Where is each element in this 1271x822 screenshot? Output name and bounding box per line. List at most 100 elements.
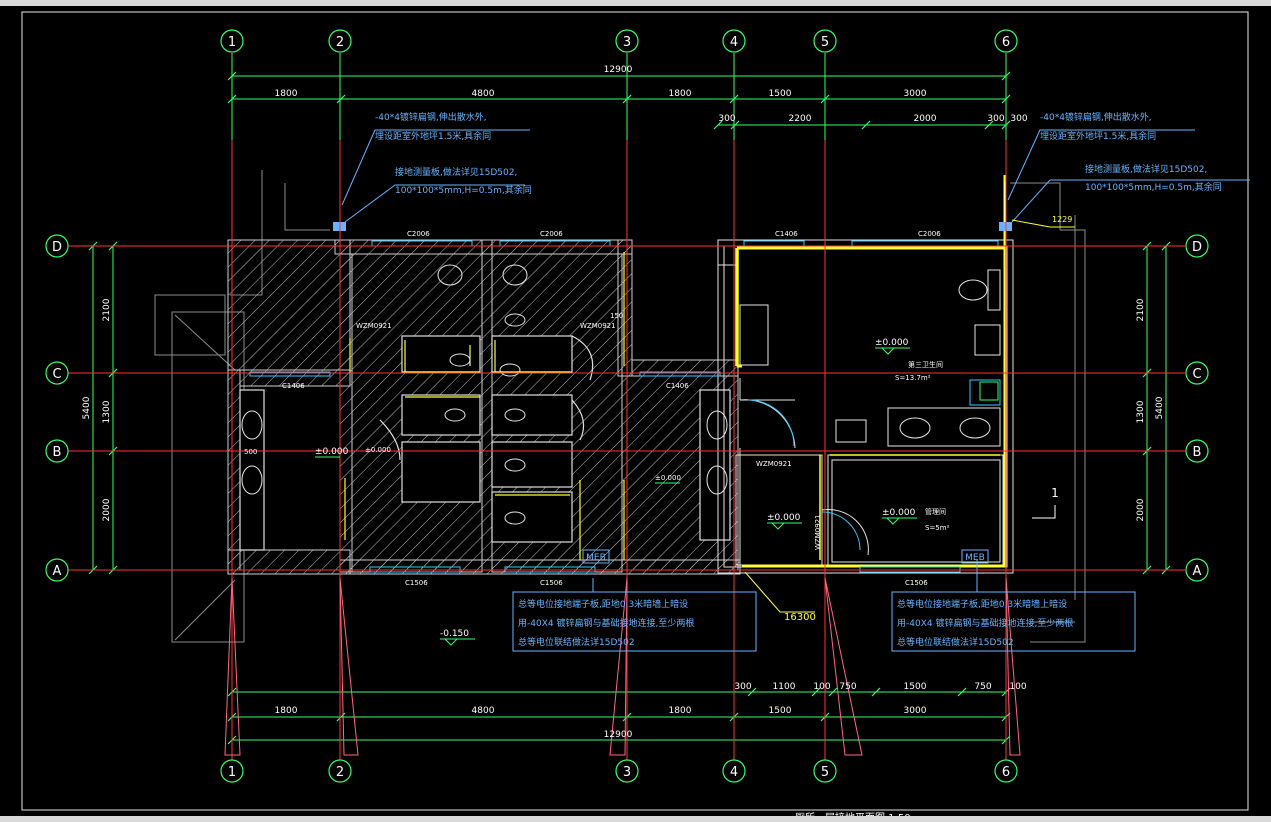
column-label: 1 bbox=[228, 765, 236, 780]
svg-text:1: 1 bbox=[1051, 486, 1059, 500]
note-box-left: 总等电位接地端子板,距地0.3米暗墙上暗设 用-40X4 镀锌扁钢与基础接地连接… bbox=[512, 591, 757, 652]
leader-lines bbox=[341, 129, 1250, 592]
column-label: 3 bbox=[623, 765, 631, 780]
svg-text:±0.000: ±0.000 bbox=[365, 446, 391, 454]
dimension-ticks bbox=[88, 71, 1171, 745]
svg-text:4800: 4800 bbox=[472, 89, 495, 99]
svg-text:300: 300 bbox=[987, 114, 1004, 124]
column-label: 3 bbox=[623, 35, 631, 50]
svg-text:12900: 12900 bbox=[604, 730, 633, 740]
svg-text:5400: 5400 bbox=[1155, 396, 1165, 419]
toilet-icon bbox=[504, 458, 526, 472]
pink-leads bbox=[224, 577, 1021, 756]
axis-grid-red bbox=[68, 140, 1185, 760]
annotation-notes: -40*4镀锌扁钢,伸出散水外, 埋设距室外地坪1.5米,具余同 接地测量板,做… bbox=[375, 111, 1222, 196]
svg-text:750: 750 bbox=[839, 682, 856, 692]
svg-text:第三卫生间: 第三卫生间 bbox=[908, 360, 943, 369]
svg-text:用-40X4 镀锌扁钢与基础接地连接,至少两根: 用-40X4 镀锌扁钢与基础接地连接,至少两根 bbox=[518, 617, 694, 629]
svg-text:1229: 1229 bbox=[1052, 215, 1072, 224]
svg-text:C2006: C2006 bbox=[540, 230, 563, 238]
svg-text:1300: 1300 bbox=[1136, 400, 1146, 423]
basin-icon bbox=[706, 410, 728, 440]
row-label: B bbox=[1193, 445, 1202, 460]
svg-text:C2006: C2006 bbox=[918, 230, 941, 238]
svg-text:C2006: C2006 bbox=[407, 230, 430, 238]
svg-text:WZM0921: WZM0921 bbox=[580, 322, 616, 330]
column-label: 4 bbox=[730, 765, 738, 780]
svg-text:1800: 1800 bbox=[669, 89, 692, 99]
section-mark: 1 bbox=[1032, 486, 1059, 519]
svg-text:C1406: C1406 bbox=[282, 382, 305, 390]
svg-text:C1506: C1506 bbox=[540, 579, 563, 587]
dimension-text-vertical: 2100 1300 2000 5400 2100 1300 2000 5400 bbox=[82, 298, 1165, 521]
column-label: 6 bbox=[1002, 765, 1010, 780]
svg-text:总等电位联结做法详15D502: 总等电位联结做法详15D502 bbox=[897, 636, 1014, 648]
yellow-markers: 1229 16300 bbox=[744, 215, 1075, 623]
svg-text:2000: 2000 bbox=[1136, 498, 1146, 521]
note-right-mid: 100*100*5mm,H=0.5m,其余同 bbox=[1085, 181, 1222, 193]
right-room-walls bbox=[717, 239, 1014, 574]
svg-text:300: 300 bbox=[718, 114, 735, 124]
dimension-lines bbox=[92, 75, 1167, 741]
svg-text:4800: 4800 bbox=[472, 706, 495, 716]
column-label: 2 bbox=[336, 35, 344, 50]
note-right-top: 埋设距室外地坪1.5米,具余同 bbox=[1040, 130, 1156, 142]
note-left-mid: 100*100*5mm,H=0.5m,其余同 bbox=[395, 184, 532, 196]
row-bubbles-left bbox=[45, 234, 69, 582]
svg-text:总等电位联结做法详15D502: 总等电位联结做法详15D502 bbox=[518, 636, 635, 648]
top-bar bbox=[0, 0, 1271, 6]
row-label: C bbox=[1192, 367, 1201, 382]
elevation-marks: ±0.000 ±0.000 ±0.000 ±0.000 -0.150 bbox=[315, 338, 916, 639]
svg-text:WZM0921: WZM0921 bbox=[814, 514, 822, 550]
row-label: A bbox=[53, 564, 62, 579]
svg-text:1500: 1500 bbox=[904, 682, 927, 692]
meb-right: MEB bbox=[961, 549, 989, 564]
svg-text:1800: 1800 bbox=[275, 706, 298, 716]
column-label: 6 bbox=[1002, 35, 1010, 50]
meb-left: MEB bbox=[582, 549, 610, 564]
column-label: 5 bbox=[821, 765, 829, 780]
toilet-icon bbox=[504, 313, 526, 327]
note-right-mid: 接地测量板,做法详见15D502, bbox=[1085, 163, 1207, 175]
svg-text:C1406: C1406 bbox=[775, 230, 798, 238]
svg-text:±0.000: ±0.000 bbox=[315, 447, 349, 457]
column-label: 1 bbox=[228, 35, 236, 50]
svg-text:±0.000: ±0.000 bbox=[882, 508, 916, 518]
svg-text:总等电位接地端子板,距地0.3米暗墙上暗设: 总等电位接地端子板,距地0.3米暗墙上暗设 bbox=[897, 598, 1067, 610]
svg-text:5400: 5400 bbox=[82, 396, 92, 419]
svg-text:MEB: MEB bbox=[586, 553, 606, 563]
svg-text:±0.000: ±0.000 bbox=[875, 338, 909, 348]
svg-text:S=13.7m²: S=13.7m² bbox=[895, 374, 931, 382]
partitions bbox=[239, 335, 731, 551]
svg-text:500: 500 bbox=[244, 448, 257, 456]
note-left-top: 埋设距室外地坪1.5米,具余同 bbox=[375, 130, 491, 142]
svg-text:管理间: 管理间 bbox=[925, 507, 946, 516]
svg-text:150: 150 bbox=[610, 312, 623, 320]
svg-text:16300: 16300 bbox=[784, 612, 816, 623]
row-label: B bbox=[53, 445, 62, 460]
toilet-icon bbox=[444, 408, 466, 422]
note-left-mid: 接地测量板,做法详见15D502, bbox=[395, 166, 517, 178]
basin-icon bbox=[959, 417, 991, 439]
svg-text:100: 100 bbox=[813, 682, 830, 692]
svg-text:100: 100 bbox=[1009, 682, 1026, 692]
column-bubbles-bottom bbox=[220, 759, 1018, 783]
svg-text:1300: 1300 bbox=[102, 400, 112, 423]
row-bubbles-right bbox=[1185, 234, 1209, 582]
svg-text:2100: 2100 bbox=[1136, 298, 1146, 321]
svg-text:2100: 2100 bbox=[102, 298, 112, 321]
svg-text:1800: 1800 bbox=[669, 706, 692, 716]
axis-labels: 1 2 3 4 5 6 1 2 3 4 5 6 D C B A D C B A bbox=[52, 35, 1202, 780]
column-bubbles-top bbox=[220, 29, 1018, 53]
note-right-top: -40*4镀锌扁钢,伸出散水外, bbox=[1040, 111, 1152, 123]
basin-icon bbox=[706, 465, 728, 495]
toilet-icon bbox=[449, 353, 471, 367]
svg-text:1500: 1500 bbox=[769, 706, 792, 716]
toilet-icon bbox=[502, 264, 528, 286]
row-label: A bbox=[1193, 564, 1202, 579]
note-left-top: -40*4镀锌扁钢,伸出散水外, bbox=[375, 111, 487, 123]
row-label: D bbox=[1192, 240, 1202, 255]
row-label: C bbox=[52, 367, 61, 382]
svg-text:1800: 1800 bbox=[275, 89, 298, 99]
